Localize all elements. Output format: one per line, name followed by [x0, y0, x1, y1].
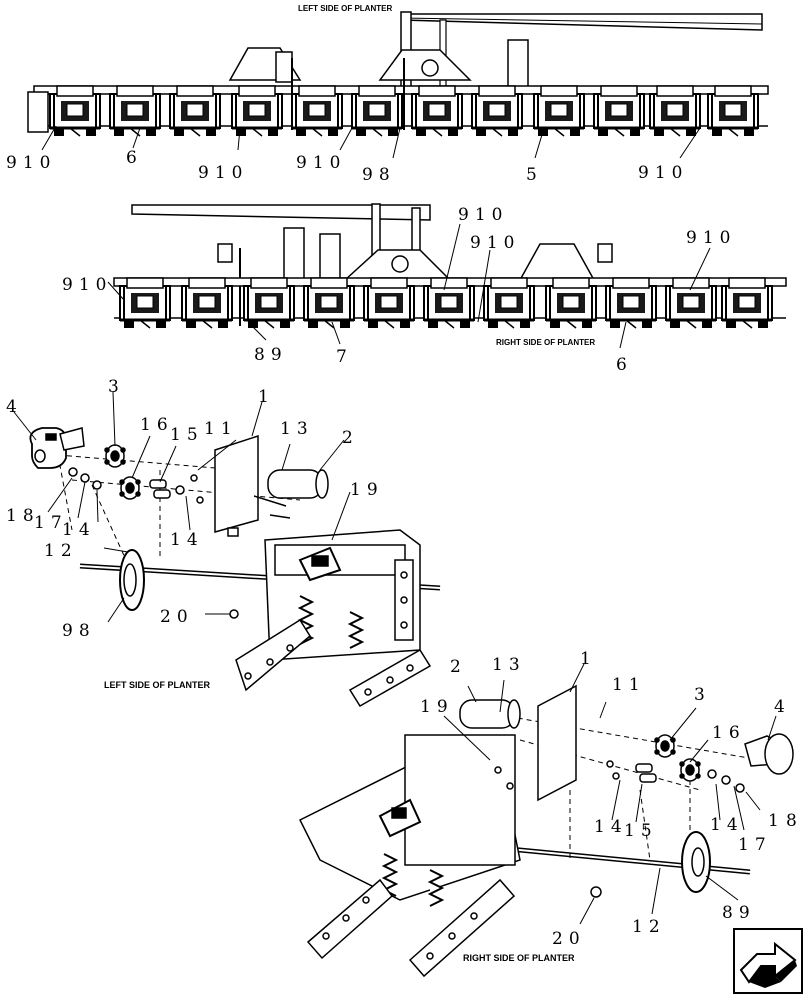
callout-4: 4 — [774, 697, 791, 717]
callout-14: 14 — [170, 530, 204, 550]
callout-12: 12 — [44, 541, 78, 561]
heading-left-detail: LEFT SIDE OF PLANTER — [104, 680, 211, 690]
callout-6: 6 — [126, 148, 143, 168]
callout-12: 12 — [632, 917, 666, 937]
callout-18: 18 — [6, 506, 40, 526]
callout-11: 11 — [612, 675, 646, 695]
next-page-button[interactable] — [733, 928, 803, 994]
callout-910: 910 — [458, 205, 508, 225]
callout-3: 3 — [108, 377, 125, 397]
callout-11: 11 — [204, 419, 238, 439]
callout-20: 20 — [552, 929, 586, 949]
callout-16: 16 — [140, 415, 174, 435]
callout-910: 910 — [296, 153, 346, 173]
callout-910: 910 — [6, 153, 56, 173]
callout-4: 4 — [6, 397, 23, 417]
callout-6: 6 — [616, 355, 633, 375]
top-planter-view — [27, 11, 769, 138]
callout-98: 98 — [62, 621, 96, 641]
callout-910: 910 — [470, 233, 520, 253]
callout-89: 89 — [254, 345, 288, 365]
right-detail-leader-lines — [443, 663, 777, 925]
callout-910: 910 — [686, 228, 736, 248]
callout-13: 13 — [492, 655, 526, 675]
callout-19: 19 — [350, 480, 384, 500]
left-detail-leader-lines — [13, 391, 351, 623]
top-view-leader-lines — [41, 125, 701, 159]
heading-right-detail: RIGHT SIDE OF PLANTER — [463, 953, 575, 963]
callout-89: 89 — [722, 903, 756, 923]
callout-17: 17 — [34, 513, 68, 533]
callout-14: 14 — [62, 520, 96, 540]
callout-5: 5 — [526, 165, 543, 185]
callout-14: 14 — [710, 815, 744, 835]
callout-2: 2 — [450, 657, 467, 677]
callout-1: 1 — [258, 387, 275, 407]
middle-planter-view — [113, 203, 787, 330]
callout-14: 14 — [594, 817, 628, 837]
callout-910: 910 — [638, 163, 688, 183]
heading-mid-right-side: RIGHT SIDE OF PLANTER — [496, 338, 595, 347]
callout-910: 910 — [62, 275, 112, 295]
callout-3: 3 — [694, 685, 711, 705]
right-exploded-detail — [298, 684, 794, 978]
middle-view-leader-lines — [107, 223, 711, 349]
callout-17: 17 — [738, 835, 772, 855]
callout-19: 19 — [420, 697, 454, 717]
callout-15: 15 — [624, 821, 658, 841]
callout-2: 2 — [342, 428, 359, 448]
heading-top-left-side: LEFT SIDE OF PLANTER — [298, 4, 392, 13]
callout-13: 13 — [280, 419, 314, 439]
left-exploded-detail — [29, 427, 441, 708]
callout-910: 910 — [198, 163, 248, 183]
callout-98: 98 — [362, 165, 396, 185]
callout-16: 16 — [712, 723, 746, 743]
callout-1: 1 — [580, 649, 597, 669]
callout-15: 15 — [170, 425, 204, 445]
callout-20: 20 — [160, 607, 194, 627]
next-page-arrow-icon — [739, 941, 797, 988]
callout-7: 7 — [336, 347, 353, 367]
